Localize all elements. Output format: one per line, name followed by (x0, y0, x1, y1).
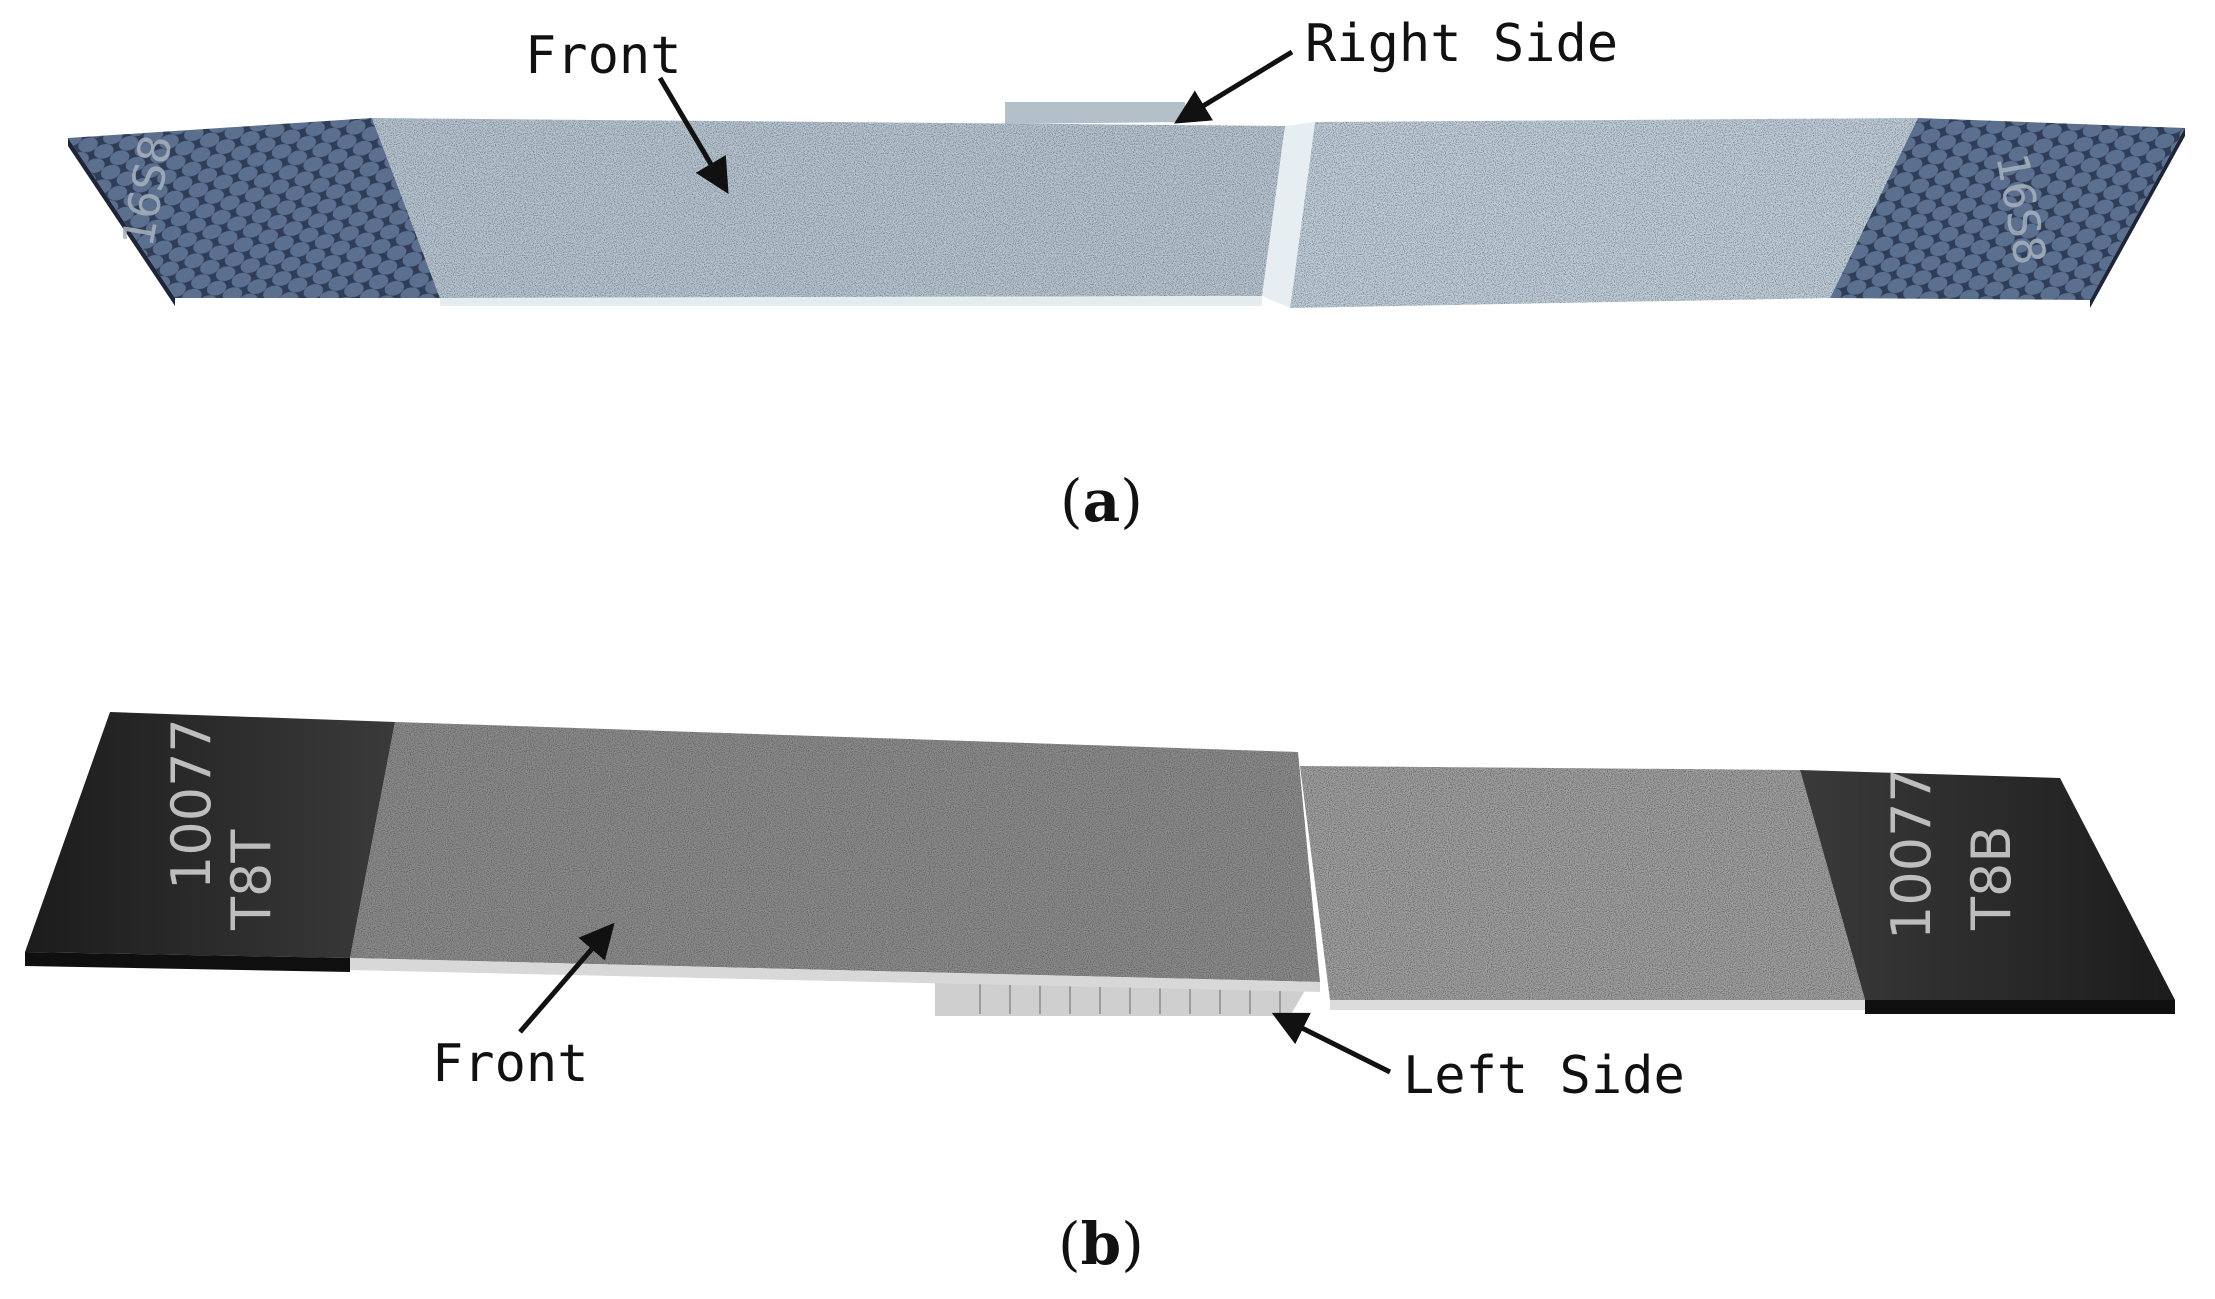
specimen-b-left-section (350, 722, 1320, 992)
specimen-a: 16S8 16S8 (68, 102, 2185, 308)
panel-a-letter: a (1082, 467, 1121, 535)
arrow-a-front (657, 76, 729, 195)
specimen-b-handwriting-right-2: T8B (1960, 826, 2023, 931)
specimen-b-handwriting-right: 10077 (1880, 768, 1943, 940)
specimen-b-handwriting-left-2: T8T (220, 829, 283, 931)
specimen-a-left-tab (68, 118, 440, 306)
arrow-a-right-side (1174, 49, 1294, 124)
specimen-a-overlap-step (1005, 102, 1185, 124)
panel-a-caption: (a) (1060, 467, 1143, 535)
specimen-b-left-tab (25, 712, 395, 972)
specimen-b-right-section (1300, 766, 1865, 1010)
arrow-b-front (518, 922, 615, 1034)
specimen-b: 10077 T8T 10077 T8B (25, 712, 2175, 1016)
arrow-b-left-side (1271, 1012, 1392, 1075)
specimen-b-overlap-edge (935, 982, 1310, 1016)
specimen-b-handwriting-left: 10077 (160, 718, 223, 890)
specimen-b-right-tab (1800, 770, 2175, 1014)
panel-b-letter: b (1080, 1210, 1122, 1278)
label-a-front: Front (525, 26, 682, 86)
label-b-left-side: Left Side (1403, 1046, 1685, 1106)
panel-b-caption: (b) (1058, 1210, 1144, 1278)
specimen-a-left-section (372, 118, 1285, 306)
label-a-right-side: Right Side (1305, 14, 1619, 74)
specimen-a-right-tab (1830, 118, 2185, 308)
label-b-front: Front (432, 1034, 589, 1094)
specimen-a-right-section (1262, 118, 1918, 308)
